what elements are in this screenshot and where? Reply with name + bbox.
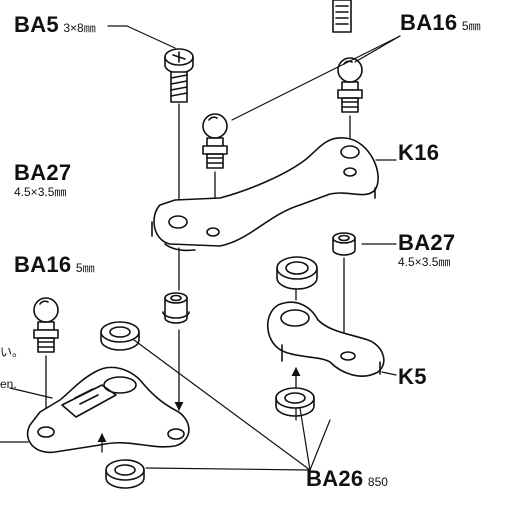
ba27-right-label: BA27 4.5×3.5㎜ (398, 230, 456, 269)
ba26-label: BA26 850 (306, 468, 388, 490)
ba5-label: BA5 3×8㎜ (14, 14, 96, 36)
ba16-top-size: 5㎜ (461, 19, 481, 33)
ba16-ball-upper (202, 113, 228, 228)
ba27-left-label: BA27 4.5×3.5㎜ (14, 160, 72, 199)
k16-arm (151, 137, 379, 252)
k16-label: K16 (398, 142, 439, 164)
k5-code: K5 (398, 364, 427, 389)
ba27-left-size: 4.5×3.5㎜ (14, 185, 67, 199)
ba27-bushing-right (332, 232, 356, 349)
en-text-fragment: en. (0, 377, 17, 391)
top-screw-part (332, 0, 352, 33)
jp-text-fragment: い。 (0, 345, 25, 359)
ba27-right-code: BA27 (398, 230, 456, 255)
lower-arm-assembly (26, 321, 190, 489)
ba16-left-size: 5㎜ (75, 261, 95, 275)
ba26-size: 850 (367, 475, 388, 489)
ba5-code: BA5 (14, 12, 59, 37)
ba27-bushing-left (162, 247, 190, 411)
ba26-code: BA26 (306, 466, 364, 491)
ba27-left-code: BA27 (14, 160, 72, 185)
ba16-ball-left (33, 297, 59, 419)
ba16-left-code: BA16 (14, 252, 72, 277)
k5-label: K5 (398, 366, 427, 388)
ba5-size: 3×8㎜ (63, 21, 96, 35)
leader-lines (0, 25, 401, 471)
ba16-top-code: BA16 (400, 10, 458, 35)
ba5-screw (164, 48, 194, 211)
k5-arm (266, 256, 385, 421)
k16-code: K16 (398, 140, 440, 165)
ba27-right-size: 4.5×3.5㎜ (398, 255, 451, 269)
ba16-left-label: BA16 5㎜ (14, 254, 95, 276)
ba16-top-label: BA16 5㎜ (400, 12, 481, 34)
